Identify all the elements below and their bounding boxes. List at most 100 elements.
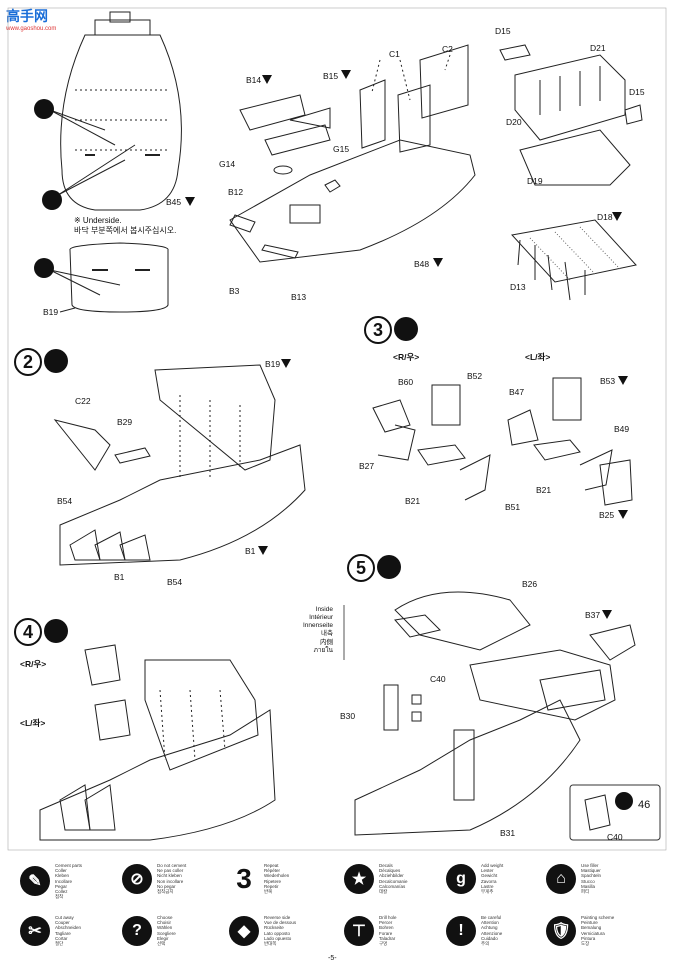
side-label-right: <R/우>	[393, 352, 420, 362]
part-label: B51	[505, 502, 521, 512]
drill-icon	[34, 258, 54, 278]
part-label: B48	[414, 259, 430, 269]
legend-item: ⊘Do not cement Ne pas coller Nicht klebe…	[122, 863, 207, 894]
part-label: B26	[522, 579, 538, 589]
drill-icon	[42, 190, 62, 210]
color-marker	[258, 546, 268, 555]
part-label: B54	[167, 577, 183, 587]
drill-icon: ⊤	[344, 915, 374, 946]
part-label: B13	[291, 292, 307, 302]
watermark-logo: 高手网 www.gaoshou.com	[6, 8, 57, 32]
part-label: B1	[245, 546, 256, 556]
symbol-legend: ✎Cement parts Coller Kleben Incollare Pe…	[14, 855, 664, 960]
part-label: B53	[600, 376, 616, 386]
part-label: D20	[506, 117, 522, 127]
color-marker	[341, 70, 351, 79]
part-label: B19	[265, 359, 281, 369]
reverse-side-icon: ◆	[229, 915, 259, 946]
part-label: C40	[607, 832, 623, 842]
page-number: -5-	[328, 955, 337, 962]
remove-icon: !	[446, 915, 476, 946]
step-3-number: 3	[364, 316, 392, 344]
color-marker	[612, 212, 622, 221]
part-label: B54	[57, 496, 73, 506]
part-label: B14	[246, 75, 262, 85]
cement-icon	[44, 349, 68, 373]
part-label: B21	[536, 485, 552, 495]
part-label: B27	[359, 461, 375, 471]
legend-item: ⊤Drill hole Percer Bohren Forare Taladra…	[344, 915, 429, 946]
use-filler-icon: ⌂	[546, 863, 576, 894]
side-label-left: <L/좌>	[20, 718, 46, 728]
underside-note: ※ Underside. 바닥 부분쪽에서 봅시주십시오.	[74, 216, 177, 235]
part-label: D18	[597, 212, 613, 222]
legend-item: ◆Reverse side Vue de dessous Rückseite L…	[229, 915, 314, 946]
cement-icon	[377, 555, 401, 579]
legend-item: ✂Cut away Couper Abschneiden Tagliare Co…	[20, 915, 105, 946]
part-label: D15	[629, 87, 645, 97]
part-label: D15	[495, 26, 511, 36]
color-marker	[262, 75, 272, 84]
repeat-icon: 3	[229, 863, 259, 894]
cement-icon: ✎	[20, 866, 50, 897]
side-label-left: <L/좌>	[525, 352, 551, 362]
legend-item: ?Choose Choisir Wählen Scegliere Elegir …	[122, 915, 207, 946]
part-label: B31	[500, 828, 516, 838]
decal-icon	[615, 792, 633, 810]
decal-number: 46	[638, 799, 651, 811]
weight-icon: g	[446, 863, 476, 894]
color-marker	[433, 258, 443, 267]
part-label: B1	[114, 572, 125, 582]
color-marker	[618, 376, 628, 385]
drill-icon	[34, 99, 54, 119]
color-marker	[185, 197, 195, 206]
part-label: B12	[228, 187, 244, 197]
inside-note: Inside Intérieur Innenseite 내측 内側 ภายใน	[303, 606, 333, 654]
option-icon: ?	[122, 915, 152, 946]
cut-off-icon: ✂	[20, 915, 50, 946]
part-label: G15	[333, 144, 350, 154]
cement-icon	[394, 317, 418, 341]
part-label: B49	[614, 424, 630, 434]
part-label: B15	[323, 71, 339, 81]
step-4-number: 4	[14, 618, 42, 646]
legend-item: ★Decals Décalques Abziehbilder Decalcoma…	[344, 863, 429, 894]
part-label: B3	[229, 286, 240, 296]
part-label: D13	[510, 282, 526, 292]
part-label: B19	[43, 307, 59, 317]
color-marker	[618, 510, 628, 519]
part-label: G14	[219, 159, 236, 169]
part-label: B30	[340, 711, 356, 721]
part-label: C2	[442, 44, 453, 54]
paint-icon: 🛡	[546, 915, 576, 946]
legend-item: ✎Cement parts Coller Kleben Incollare Pe…	[20, 863, 105, 899]
color-marker	[281, 359, 291, 368]
part-label: B29	[117, 417, 133, 427]
part-label: B37	[585, 610, 601, 620]
cement-icon	[44, 619, 68, 643]
decal-icon: ★	[344, 863, 374, 894]
part-label: D21	[590, 43, 606, 53]
no-cement-icon: ⊘	[122, 863, 152, 894]
part-label: B25	[599, 510, 615, 520]
part-label: B47	[509, 387, 525, 397]
part-label: D19	[527, 176, 543, 186]
part-label: C40	[430, 674, 446, 684]
legend-item: !Be careful Attention Achtung Attenzione…	[446, 915, 531, 946]
part-label: B60	[398, 377, 414, 387]
part-label: B21	[405, 496, 421, 506]
part-label: B52	[467, 371, 483, 381]
side-label-right: <R/우>	[20, 659, 47, 669]
step-2-number: 2	[14, 348, 42, 376]
part-label: C1	[389, 49, 400, 59]
legend-item: ⌂Use filler Mastiquer Spachteln Stucco M…	[546, 863, 631, 894]
color-marker	[602, 610, 612, 619]
part-label: C22	[75, 396, 91, 406]
legend-item: 🛡Painting scheme Peinture Bemalung Verni…	[546, 915, 631, 946]
part-label: B45	[166, 197, 182, 207]
step-5-number: 5	[347, 554, 375, 582]
